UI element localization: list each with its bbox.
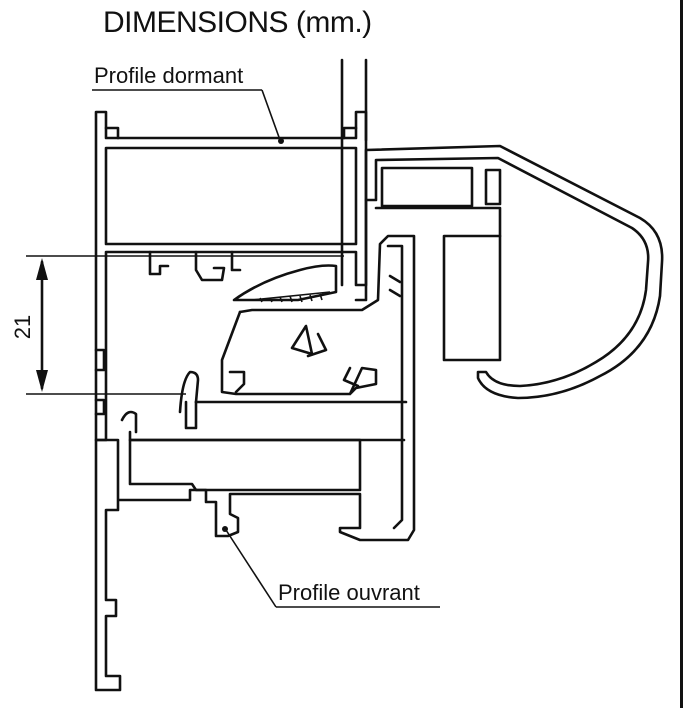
right-border — [680, 0, 683, 708]
brand-logo-icon — [290, 324, 328, 358]
diagram-title: DIMENSIONS (mm.) — [103, 6, 372, 39]
label-profile-dormant: Profile dormant — [94, 63, 243, 88]
leader-ouvrant — [222, 526, 440, 608]
dimension-21 — [26, 255, 344, 395]
profile-ouvrant-shape — [94, 234, 416, 692]
label-profile-ouvrant: Profile ouvrant — [278, 580, 420, 605]
gasket-brush — [232, 264, 338, 303]
leader-dormant — [92, 89, 284, 144]
outer-capping-shape — [354, 144, 664, 400]
profile-dormant-shape — [94, 110, 368, 442]
dimension-value-label: 21 — [10, 315, 35, 339]
